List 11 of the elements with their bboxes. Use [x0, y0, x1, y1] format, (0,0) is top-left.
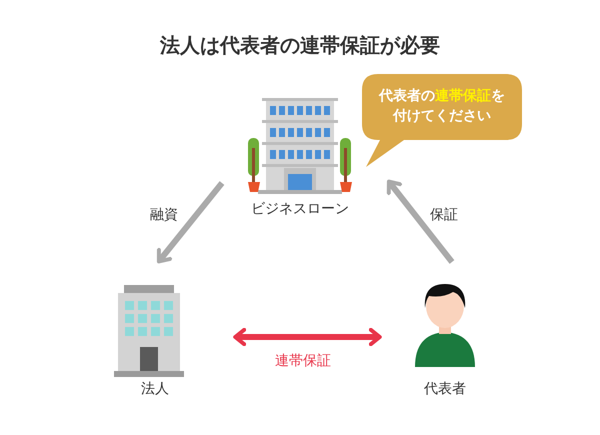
arrow — [233, 328, 382, 346]
node-label: ビジネスローン — [250, 200, 350, 218]
edge-label: 融資 — [150, 206, 178, 224]
speech-text: 代表者の連帯保証を付けてください — [378, 87, 506, 126]
edge-label: 連帯保証 — [275, 352, 331, 370]
edge-label: 保証 — [430, 206, 458, 224]
node-label: 代表者 — [423, 380, 467, 398]
arrow — [386, 180, 454, 264]
title: 法人は代表者の連帯保証が必要 — [158, 32, 441, 59]
node-label: 法人 — [140, 380, 170, 398]
arrow — [156, 181, 224, 264]
